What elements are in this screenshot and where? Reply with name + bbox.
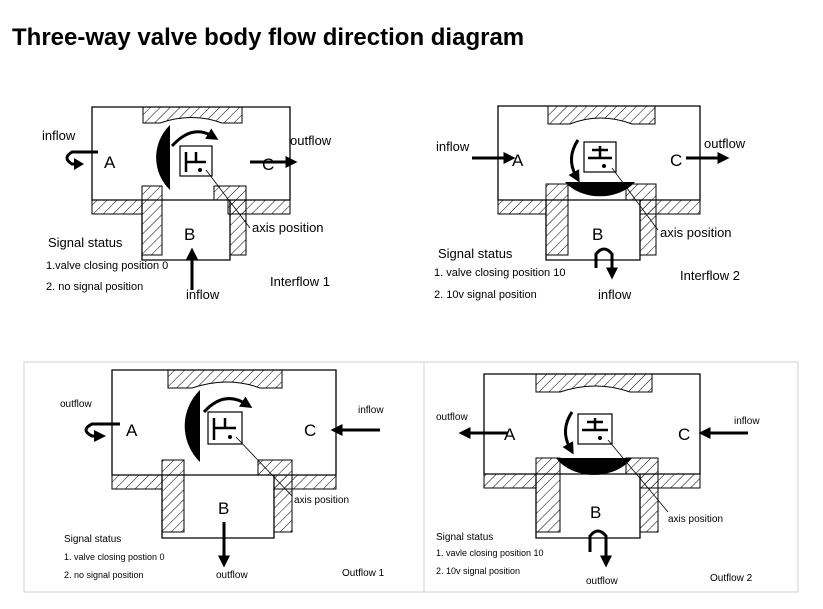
axis-pointer-line xyxy=(607,439,669,513)
label-outflow: outflow xyxy=(290,133,332,148)
port-a-label: A xyxy=(504,425,516,444)
port-c-label: C xyxy=(262,155,274,174)
panel-name: Interflow 1 xyxy=(270,274,330,289)
status-line-1: 1. valve closing postion 0 xyxy=(64,552,165,562)
panel-name: Outflow 1 xyxy=(342,568,385,579)
port-b-label: B xyxy=(590,503,601,522)
panel-interflow1: inflow outflow A C B axis position Signa… xyxy=(42,106,332,302)
outflow2-frame xyxy=(423,361,799,593)
label-outflow: outflow xyxy=(436,412,468,423)
valve-disc xyxy=(565,182,635,197)
port-b-label: B xyxy=(592,225,603,244)
return-arrow-icon xyxy=(65,150,98,166)
panel-name: Interflow 2 xyxy=(680,268,740,283)
panel-name: Outflow 2 xyxy=(710,573,753,584)
status-line-1: 1. valve closing position 10 xyxy=(434,267,565,279)
signal-status-heading: Signal status xyxy=(436,532,493,543)
axis-pointer-line xyxy=(611,167,659,231)
panel-outflow2: outflow inflow A C B axis position Signa… xyxy=(436,373,760,587)
rotation-arrow-icon xyxy=(202,396,253,414)
port-c-label: C xyxy=(678,425,690,444)
label-inflow: inflow xyxy=(358,405,384,416)
label-outflow-b: outflow xyxy=(586,576,618,587)
axis-pointer-line xyxy=(235,436,293,497)
status-line-2: 2. 10v signal position xyxy=(436,566,520,576)
label-axis-position: axis position xyxy=(660,225,732,240)
valve-disc xyxy=(556,458,632,475)
port-c-label: C xyxy=(670,151,682,170)
rotation-arrow-icon xyxy=(568,139,580,183)
label-axis-position: axis position xyxy=(294,495,349,506)
label-outflow-b: outflow xyxy=(216,570,248,581)
valve-body xyxy=(91,106,291,261)
label-axis-position: axis position xyxy=(668,514,723,525)
panel-interflow2: inflow outflow A C B axis position Signa… xyxy=(434,105,746,302)
label-inflow-b: inflow xyxy=(598,287,632,302)
label-inflow: inflow xyxy=(436,139,470,154)
signal-status-heading: Signal status xyxy=(48,235,123,250)
page-title: Three-way valve body flow direction diag… xyxy=(12,24,525,51)
valve-body xyxy=(497,105,701,261)
signal-status-heading: Signal status xyxy=(64,534,121,545)
rotation-arrow-icon xyxy=(170,128,219,148)
port-b-label: B xyxy=(218,499,229,518)
valve-disc xyxy=(184,390,200,462)
panel-outflow1: outflow inflow A C B axis position Signa… xyxy=(60,369,385,581)
label-axis-position: axis position xyxy=(252,220,324,235)
label-inflow: inflow xyxy=(734,416,760,427)
status-line-1: 1. vavle closing position 10 xyxy=(436,548,544,558)
label-inflow: inflow xyxy=(42,128,76,143)
label-inflow-b: inflow xyxy=(186,287,220,302)
return-arrow-icon xyxy=(588,529,612,568)
valve-body xyxy=(111,369,337,539)
return-arrow-icon xyxy=(84,422,120,438)
valve-body xyxy=(483,373,701,539)
status-line-2: 2. 10v signal position xyxy=(434,289,537,301)
status-line-1: 1.valve closing position 0 xyxy=(46,260,168,272)
port-a-label: A xyxy=(126,421,138,440)
label-outflow: outflow xyxy=(60,399,92,410)
axis-pointer-line xyxy=(205,169,251,229)
return-arrow-icon xyxy=(594,247,618,280)
port-a-label: A xyxy=(512,151,524,170)
status-line-2: 2. no signal position xyxy=(64,570,144,580)
valve-disc xyxy=(156,125,170,190)
signal-status-heading: Signal status xyxy=(438,246,513,261)
port-a-label: A xyxy=(104,153,116,172)
rotation-arrow-icon xyxy=(562,411,574,455)
label-outflow: outflow xyxy=(704,136,746,151)
port-c-label: C xyxy=(304,421,316,440)
port-b-label: B xyxy=(184,225,195,244)
status-line-2: 2. no signal position xyxy=(46,281,143,293)
